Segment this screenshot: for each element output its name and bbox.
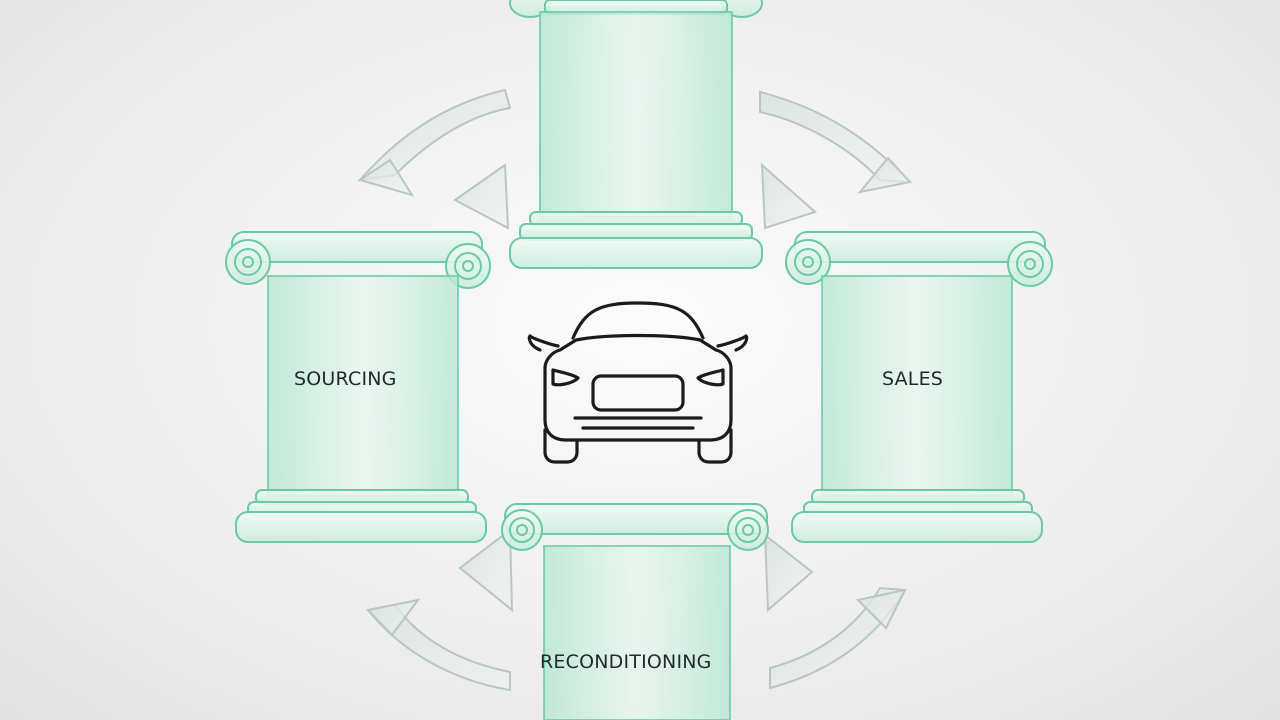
- pillar-top: [509, 0, 763, 269]
- arrow-inner-right-bottom: [763, 532, 814, 613]
- arrow-top-right-head: [857, 156, 912, 194]
- arrow-bottom-right-head: [855, 588, 907, 630]
- arrow-inner-right-top: [760, 162, 817, 230]
- pillar-right: [785, 231, 1053, 543]
- pillar-bottom: [501, 503, 769, 720]
- cycle-arrows: [357, 88, 913, 692]
- pillar-label-sourcing: SOURCING: [294, 368, 397, 390]
- pillar-left: [225, 231, 491, 543]
- arrow-inner-left-bottom: [458, 528, 514, 613]
- arrow-bottom-left: [366, 603, 511, 692]
- pillar-label-reconditioning: RECONDITIONING: [540, 651, 712, 673]
- car-front-icon: [527, 301, 749, 464]
- arrow-inner-left-top: [453, 163, 510, 230]
- arrow-top-left-head: [357, 158, 415, 197]
- pillar-label-sales: SALES: [882, 368, 944, 390]
- arrow-bottom-left-head: [366, 598, 421, 637]
